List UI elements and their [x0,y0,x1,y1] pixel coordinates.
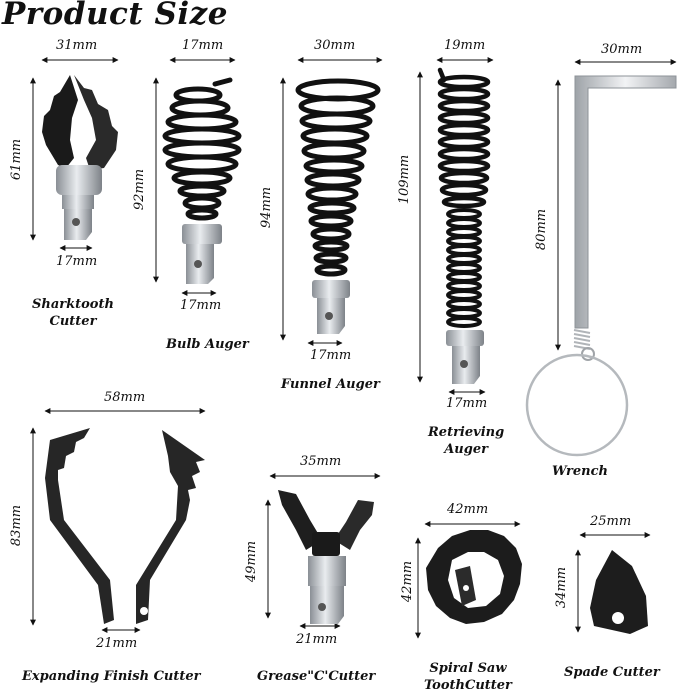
spade-cutter-image [590,550,648,634]
retrieving-auger-shank [446,330,484,384]
bulb-label: Bulb Auger [166,337,249,352]
funnel-base: 17mm [310,348,352,363]
expanding-finish-cutter-image [45,428,205,624]
funnel-auger-shank [312,280,350,334]
funnel-height: 94mm [259,186,275,229]
funnel-width: 30mm [314,38,356,53]
spade-height: 34mm [554,566,570,609]
funnel-label: Funnel Auger [281,377,380,392]
retrieving-base: 17mm [446,396,488,411]
page-title: Product Size [2,0,229,32]
bulb-auger-image [162,77,242,221]
retrieving-width: 19mm [444,38,486,53]
grease-width: 35mm [300,454,342,469]
bulb-height: 92mm [132,168,148,211]
dimension-arrows [30,57,677,639]
retrieving-height: 109mm [397,154,413,205]
retrieving-auger-spring [446,208,482,328]
bulb-base: 17mm [180,298,222,313]
sharktooth-base: 17mm [56,254,98,269]
wrench-width: 30mm [601,42,643,57]
expanding-height: 83mm [9,504,25,547]
retrieving-auger-image [437,67,491,209]
spiral-height: 42mm [400,560,416,603]
spiral-width: 42mm [447,502,489,517]
spiral-saw-tooth-cutter-image [426,530,522,624]
expanding-label: Expanding Finish Cutter [22,669,201,684]
grease-label: Grease"C'Cutter [257,669,376,684]
funnel-auger-image [295,78,381,277]
grease-c-cutter-image [278,490,374,624]
bulb-auger-shank [182,224,222,284]
sharktooth-height: 61mm [9,138,25,181]
expanding-base: 21mm [96,636,138,651]
grease-base: 21mm [296,632,338,647]
bulb-width: 17mm [182,38,224,53]
wrench-height: 80mm [534,208,550,251]
wrench-label: Wrench [552,464,608,479]
expanding-width: 58mm [104,390,146,405]
wrench-image [525,75,677,457]
spade-label: Spade Cutter [564,665,660,680]
sharktooth-cutter-image [42,75,118,240]
sharktooth-width: 31mm [56,38,98,53]
grease-height: 49mm [244,540,260,583]
spade-width: 25mm [590,514,632,529]
